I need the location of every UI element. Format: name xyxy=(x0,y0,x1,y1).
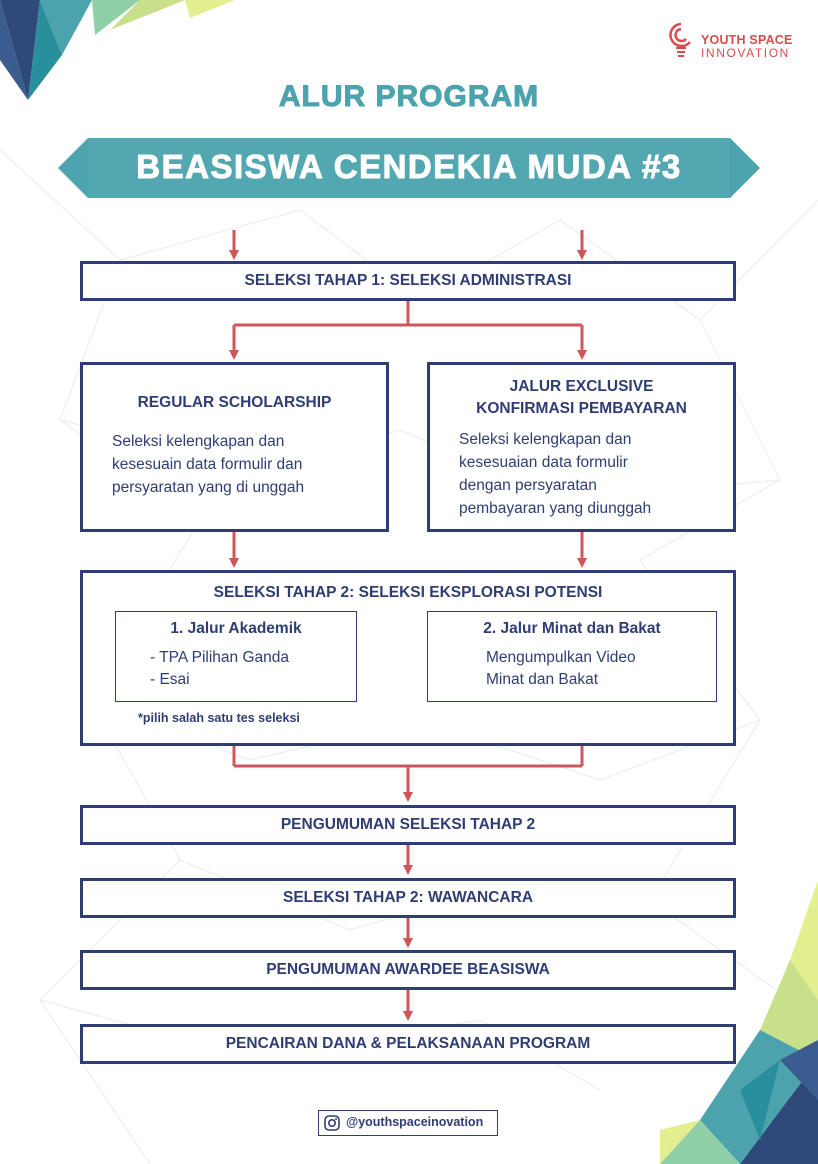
exclusive-desc-line: Seleksi kelengkapan dan xyxy=(459,431,632,448)
step-label: PENCAIRAN DANA & PELAKSANAAN PROGRAM xyxy=(225,1035,591,1052)
stage1-box: SELEKSI TAHAP 1: SELEKSI ADMINISTRASI xyxy=(80,261,736,301)
brand-logo: YOUTH SPACE INNOVATION xyxy=(666,18,811,64)
banner-ribbon xyxy=(58,138,760,198)
instagram-handle-badge[interactable]: @youthspaceinovation xyxy=(318,1110,498,1136)
regular-desc: Seleksi kelengkapan dan kesesuain data f… xyxy=(112,430,304,499)
step-interview: SELEKSI TAHAP 2: WAWANCARA xyxy=(80,878,736,918)
step-label: SELEKSI TAHAP 2: WAWANCARA xyxy=(282,889,534,906)
stage1-label: SELEKSI TAHAP 1: SELEKSI ADMINISTRASI xyxy=(244,272,572,289)
lightbulb-icon xyxy=(669,22,691,57)
step-awardee-announcement: PENGUMUMAN AWARDEE BEASISWA xyxy=(80,950,736,990)
akademik-box: 1. Jalur Akademik - TPA Pilihan Ganda - … xyxy=(115,611,357,702)
stage2-title: SELEKSI TAHAP 2: SELEKSI EKSPLORASI POTE… xyxy=(213,584,603,601)
instagram-handle: @youthspaceinovation xyxy=(346,1115,484,1129)
instagram-icon xyxy=(324,1115,340,1131)
regular-desc-line: persyaratan yang di unggah xyxy=(112,479,305,496)
minat-bakat-item: Minat dan Bakat xyxy=(486,671,599,688)
regular-title: REGULAR SCHOLARSHIP xyxy=(137,394,332,411)
minat-bakat-title: 2. Jalur Minat dan Bakat xyxy=(483,620,661,637)
selection-note: *pilih salah satu tes seleksi xyxy=(138,711,300,725)
exclusive-title: JALUR EXCLUSIVE KONFIRMASI PEMBAYARAN xyxy=(430,376,733,420)
akademik-item: - Esai xyxy=(150,671,190,688)
akademik-title: 1. Jalur Akademik xyxy=(170,620,302,637)
exclusive-desc-line: kesesuaian data formulir xyxy=(459,454,628,471)
banner-title: BEASISWA CENDEKIA MUDA #3 xyxy=(136,148,682,186)
regular-scholarship-box: REGULAR SCHOLARSHIP Seleksi kelengkapan … xyxy=(80,362,389,532)
akademik-item: - TPA Pilihan Ganda xyxy=(150,649,290,666)
step-funding-program: PENCAIRAN DANA & PELAKSANAAN PROGRAM xyxy=(80,1024,736,1064)
brand-name-line2: INNOVATION xyxy=(701,46,790,60)
minat-bakat-item: Mengumpulkan Video xyxy=(486,649,636,666)
regular-desc-line: kesesuain data formulir dan xyxy=(112,456,303,473)
exclusive-title-line: JALUR EXCLUSIVE xyxy=(509,378,654,395)
step-announcement-stage2: PENGUMUMAN SELEKSI TAHAP 2 xyxy=(80,805,736,845)
step-label: PENGUMUMAN AWARDEE BEASISWA xyxy=(266,961,550,978)
brand-name-line1: YOUTH SPACE xyxy=(701,33,793,47)
exclusive-box: JALUR EXCLUSIVE KONFIRMASI PEMBAYARAN Se… xyxy=(427,362,736,532)
exclusive-title-line: KONFIRMASI PEMBAYARAN xyxy=(476,400,687,417)
regular-desc-line: Seleksi kelengkapan dan xyxy=(112,433,285,450)
exclusive-desc-line: pembayaran yang diunggah xyxy=(459,500,652,517)
exclusive-desc-line: dengan persyaratan xyxy=(459,477,597,494)
step-label: PENGUMUMAN SELEKSI TAHAP 2 xyxy=(280,816,536,833)
stage2-box: SELEKSI TAHAP 2: SELEKSI EKSPLORASI POTE… xyxy=(80,570,736,746)
minat-bakat-box: 2. Jalur Minat dan Bakat Mengumpulkan Vi… xyxy=(427,611,717,702)
exclusive-desc: Seleksi kelengkapan dan kesesuaian data … xyxy=(459,428,651,520)
page-title: ALUR PROGRAM xyxy=(278,80,540,114)
